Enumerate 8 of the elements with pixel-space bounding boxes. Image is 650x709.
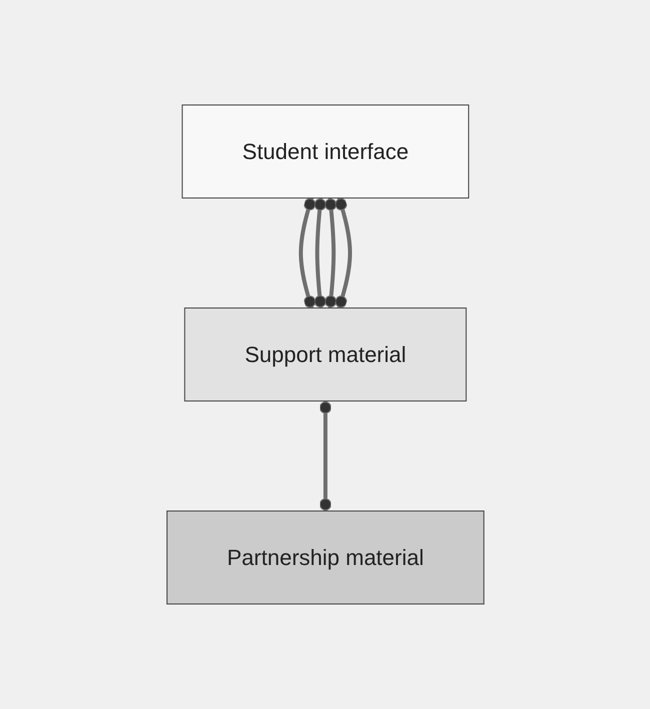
- connector: [324, 198, 336, 308]
- node-box: Support material: [184, 308, 466, 402]
- connector: [314, 198, 326, 308]
- node-box: Student interface: [181, 104, 469, 198]
- connector: [298, 197, 316, 309]
- connector: [334, 197, 352, 309]
- connector: [318, 401, 332, 511]
- node-box: Partnership material: [166, 510, 484, 604]
